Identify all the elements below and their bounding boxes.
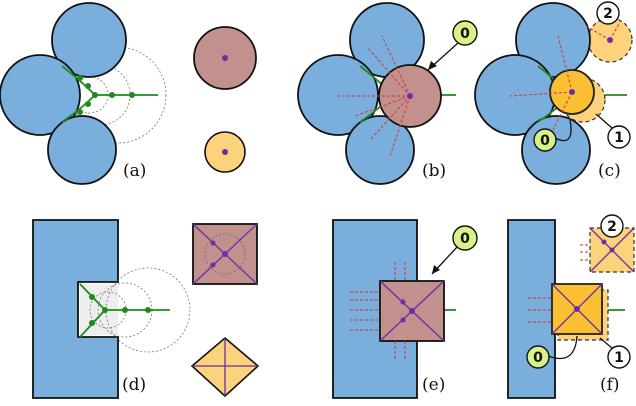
arrow-line bbox=[599, 337, 613, 349]
panel-label-b: (b) bbox=[422, 161, 446, 181]
axis-point bbox=[85, 101, 91, 107]
axis-point bbox=[129, 92, 135, 98]
center-dot bbox=[569, 89, 575, 95]
arrow-head bbox=[432, 265, 440, 274]
arrow-line bbox=[595, 113, 613, 129]
obstacle-circle-left bbox=[0, 54, 81, 136]
badge-0 bbox=[526, 345, 550, 369]
badge-2 bbox=[596, 1, 620, 25]
obstacle-notch bbox=[32, 219, 119, 399]
axis-point bbox=[89, 294, 95, 300]
badge-0-text: 0 bbox=[460, 26, 470, 42]
center-dot bbox=[222, 251, 228, 257]
badge-1 bbox=[607, 345, 631, 369]
panel-d: (d) bbox=[32, 219, 260, 399]
center-dot bbox=[607, 37, 613, 43]
badge-0 bbox=[533, 128, 557, 152]
obstacle-wall bbox=[332, 219, 418, 399]
faint-circle bbox=[105, 267, 191, 353]
probe-lines bbox=[338, 35, 411, 157]
panel-b: 0 (b) bbox=[297, 2, 478, 185]
badge-2-text: 2 bbox=[607, 219, 617, 235]
center-dot bbox=[222, 55, 228, 61]
obstacle-circle-bottom bbox=[521, 115, 591, 185]
center-dot bbox=[222, 149, 228, 155]
panel-f: 0 1 2 (f) bbox=[507, 214, 635, 399]
diamond-diagonals bbox=[192, 338, 258, 396]
probe-lines bbox=[509, 21, 621, 141]
badge-2-text: 2 bbox=[603, 6, 613, 22]
axis-point bbox=[92, 92, 98, 98]
panel-label-f: (f) bbox=[600, 375, 620, 395]
axis-point bbox=[77, 75, 83, 81]
badge-0 bbox=[452, 225, 478, 251]
center-dot bbox=[601, 239, 607, 245]
center-dot bbox=[210, 240, 216, 246]
probe-lines bbox=[350, 262, 406, 360]
axis-point bbox=[85, 83, 91, 89]
axis-point bbox=[145, 307, 151, 313]
badge-0-text: 0 bbox=[540, 133, 550, 149]
badge-0-text: 0 bbox=[533, 350, 543, 366]
panel-a: (a) bbox=[0, 2, 257, 185]
axis-point bbox=[89, 320, 95, 326]
arrow-line bbox=[547, 335, 578, 360]
faint-circle bbox=[204, 233, 246, 275]
badge-2 bbox=[600, 214, 624, 238]
obstacle-circle-top bbox=[51, 2, 127, 78]
center-dot bbox=[210, 262, 216, 268]
panel-c: 0 1 2 (c) bbox=[474, 1, 633, 185]
panel-e: 0 (e) bbox=[332, 219, 478, 399]
center-dot bbox=[574, 306, 580, 312]
axis-point bbox=[122, 307, 128, 313]
badge-0-text: 0 bbox=[460, 231, 470, 247]
axis-point bbox=[77, 109, 83, 115]
center-dot bbox=[609, 247, 615, 253]
arrow-line bbox=[554, 119, 572, 142]
axis-point bbox=[109, 92, 115, 98]
panel-label-c: (c) bbox=[598, 161, 621, 181]
badge-0 bbox=[452, 20, 478, 46]
badge-1-text: 1 bbox=[614, 130, 624, 146]
center-dot bbox=[400, 317, 406, 323]
center-dot bbox=[400, 299, 406, 305]
obstacle-circle-bottom bbox=[47, 115, 117, 185]
axis-point bbox=[102, 307, 108, 313]
probe-lines bbox=[528, 244, 590, 323]
center-dot bbox=[409, 308, 415, 314]
panel-label-e: (e) bbox=[422, 375, 445, 395]
center-dot bbox=[407, 93, 413, 99]
badge-1-text: 1 bbox=[614, 350, 624, 366]
panel-label-d: (d) bbox=[122, 375, 146, 395]
obstacle-wall bbox=[507, 219, 556, 399]
badge-1 bbox=[607, 125, 631, 149]
obstacle-circle-bottom bbox=[345, 115, 415, 185]
obstacle-circle-top bbox=[515, 2, 591, 78]
panel-label-a: (a) bbox=[123, 161, 146, 181]
arrow-head bbox=[428, 61, 437, 70]
